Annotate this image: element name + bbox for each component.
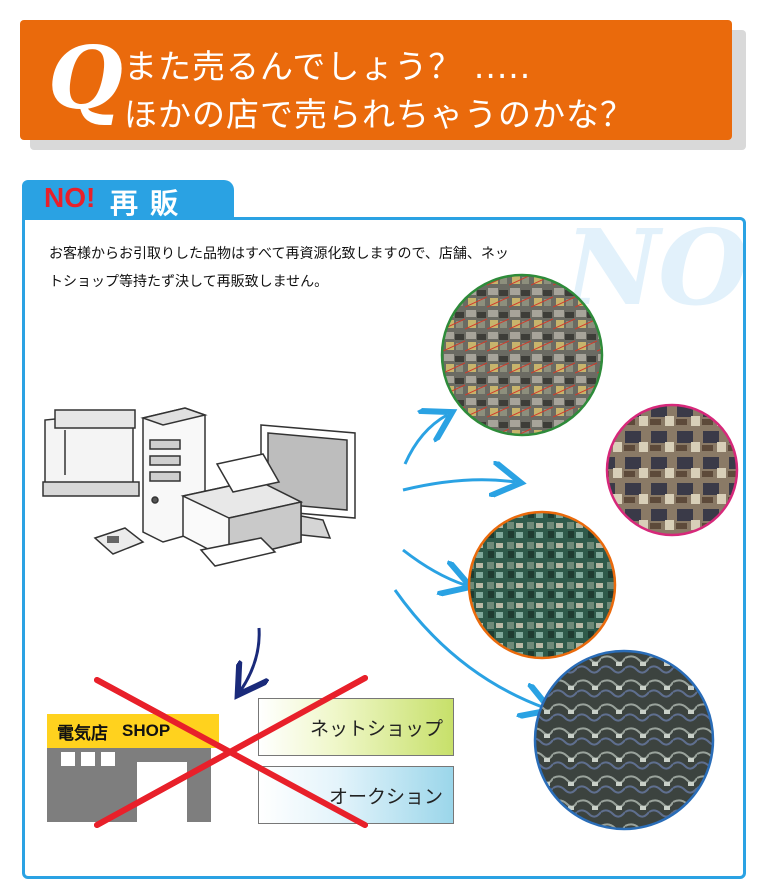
recycle-photo-disassembly (605, 403, 739, 537)
recycle-photo-circuit-boards (467, 510, 617, 660)
recycling-illustration (42, 273, 739, 831)
question-banner: Q また売るんでしょう？ ..... ほかの店で売られちゃうのかな？ (20, 20, 732, 140)
no-watermark: NO (565, 217, 746, 329)
appliances-illustration (42, 407, 356, 567)
answer-description: お客様からお引取りした品物はすべて再資源化致しますので、店舗、ネットショップ等持… (49, 246, 509, 290)
q-letter-icon: Q (48, 28, 123, 129)
net-shop-channel: ネットショップ (258, 698, 454, 756)
shop-sign: 電気店 SHOP (47, 714, 219, 748)
net-shop-label: ネットショップ (309, 717, 443, 740)
recycle-photo-cables (533, 649, 715, 831)
shop-name: 電気店 (57, 723, 108, 744)
shop-label: SHOP (122, 721, 171, 740)
answer-tab: NO! 再販 (22, 180, 234, 220)
question-line-2: ほかの店で売られちゃうのかな？ (124, 95, 634, 134)
answer-title: 再販 (110, 187, 191, 220)
question-line-1: また売るんでしょう？ ..... (124, 47, 532, 86)
auction-channel: オークション (258, 766, 454, 824)
auction-label: オークション (328, 785, 443, 808)
recycle-photo-power-supplies (440, 273, 604, 437)
answer-panel: NO お客様からお引取りした品物はすべて再資源化致しますので、店舗、ネットショッ… (22, 217, 746, 879)
answer-no-label: NO! (44, 182, 96, 213)
